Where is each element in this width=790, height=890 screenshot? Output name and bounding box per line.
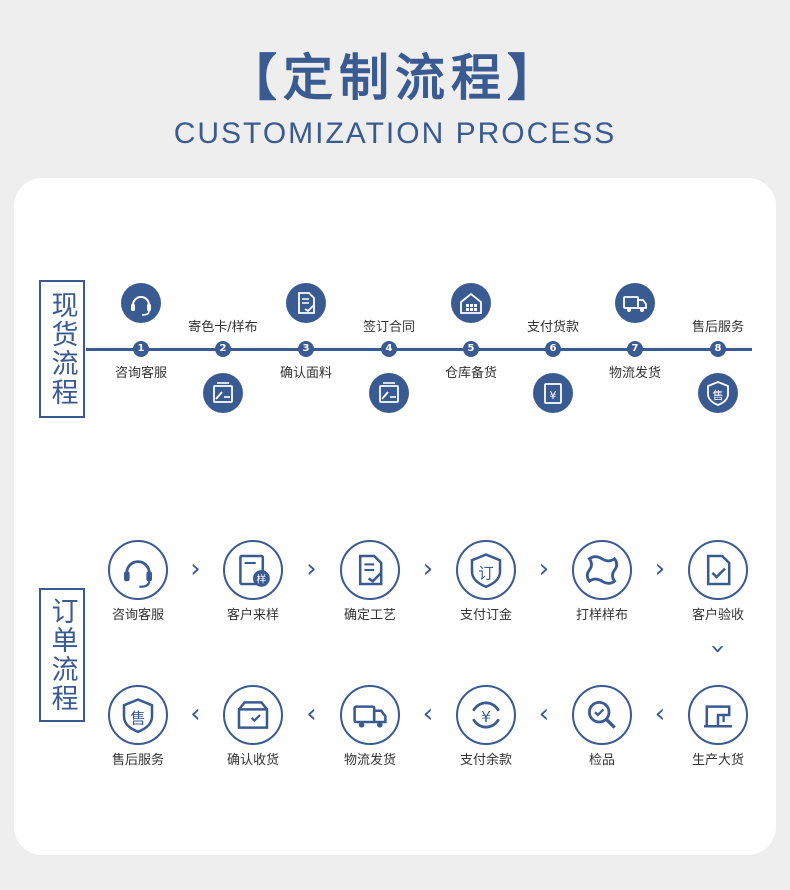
order-step-label: 客户来样 [226, 608, 279, 623]
warehouse-icon [451, 283, 491, 323]
chevron-left-icon: ‹ [190, 699, 201, 729]
spot-process-label: 现货流程 [46, 291, 78, 407]
svg-text:样: 样 [257, 573, 267, 586]
timeline-step-label: 支付货款 [526, 320, 579, 335]
after-sales-icon: 售 [698, 373, 738, 413]
svg-text:¥: ¥ [481, 708, 491, 726]
headset-icon [108, 540, 168, 600]
timeline-line [86, 348, 752, 351]
svg-text:售: 售 [713, 388, 724, 402]
chevron-left-icon: ‹ [306, 699, 317, 729]
page-subtitle: CUSTOMIZATION PROCESS [173, 117, 617, 150]
timeline-step-label: 签订合同 [362, 320, 415, 335]
step-number-badge: 8 [710, 341, 726, 357]
chevron-left-icon: ‹ [654, 699, 666, 729]
balance-payment-icon: ¥ [456, 685, 516, 745]
order-step-label: 打样样布 [575, 608, 628, 623]
step-number-badge: 5 [463, 341, 479, 357]
timeline-step-label: 仓库备货 [444, 366, 497, 381]
timeline-step-label: 确认面料 [279, 366, 332, 381]
chevron-left-icon: ‹ [422, 699, 434, 729]
sample-card-icon [203, 373, 243, 413]
timeline-step-label: 咨询客服 [114, 366, 167, 381]
chevron-right-icon: › [190, 554, 201, 584]
fabric-swatch-icon [572, 540, 632, 600]
step-number-badge: 1 [133, 341, 149, 357]
timeline-step-label: 寄色卡/样布 [188, 320, 258, 335]
sewing-machine-icon [688, 685, 748, 745]
inspection-icon [572, 685, 632, 745]
order-step-label: 确定工艺 [343, 608, 396, 623]
order-step-label: 物流发货 [343, 753, 396, 768]
after-sales-icon: 售 [108, 685, 168, 745]
order-process-label-box: 订单流程 [39, 588, 85, 722]
order-step-label: 咨询客服 [111, 608, 164, 623]
order-process-label: 订单流程 [46, 597, 78, 713]
order-step-label: 检品 [588, 753, 615, 768]
chevron-right-icon: › [654, 554, 666, 584]
order-step-label: 生产大货 [691, 753, 744, 768]
chevron-right-icon: › [306, 554, 317, 584]
document-edit-icon [340, 540, 400, 600]
order-step-label: 客户验收 [691, 608, 744, 623]
chevron-down-icon: › [703, 643, 733, 655]
order-step-label: 售后服务 [111, 753, 164, 768]
sample-icon: 样 [223, 540, 283, 600]
truck-icon [340, 685, 400, 745]
acceptance-check-icon [688, 540, 748, 600]
step-number-badge: 6 [545, 341, 561, 357]
order-step-label: 确认收货 [226, 753, 279, 768]
timeline-step-label: 物流发货 [608, 366, 661, 381]
chevron-left-icon: ‹ [538, 699, 550, 729]
chevron-right-icon: › [422, 554, 434, 584]
step-number-badge: 2 [215, 341, 231, 357]
page-title: 【定制流程】 [227, 49, 563, 107]
svg-text:订: 订 [478, 564, 493, 582]
order-step-label: 支付余款 [459, 753, 512, 768]
svg-text:售: 售 [130, 709, 145, 727]
truck-icon [615, 283, 655, 323]
headset-icon [121, 283, 161, 323]
document-check-icon [286, 283, 326, 323]
receive-box-icon [223, 685, 283, 745]
deposit-shield-icon: 订 [456, 540, 516, 600]
step-number-badge: 3 [298, 341, 314, 357]
contract-icon [369, 373, 409, 413]
spot-process-label-box: 现货流程 [39, 280, 85, 418]
timeline-step-label: 售后服务 [691, 320, 744, 335]
svg-text:¥: ¥ [550, 389, 557, 402]
order-step-label: 支付订金 [459, 608, 512, 623]
step-number-badge: 4 [381, 341, 397, 357]
chevron-right-icon: › [538, 554, 550, 584]
payment-icon: ¥ [533, 373, 573, 413]
step-number-badge: 7 [627, 341, 643, 357]
